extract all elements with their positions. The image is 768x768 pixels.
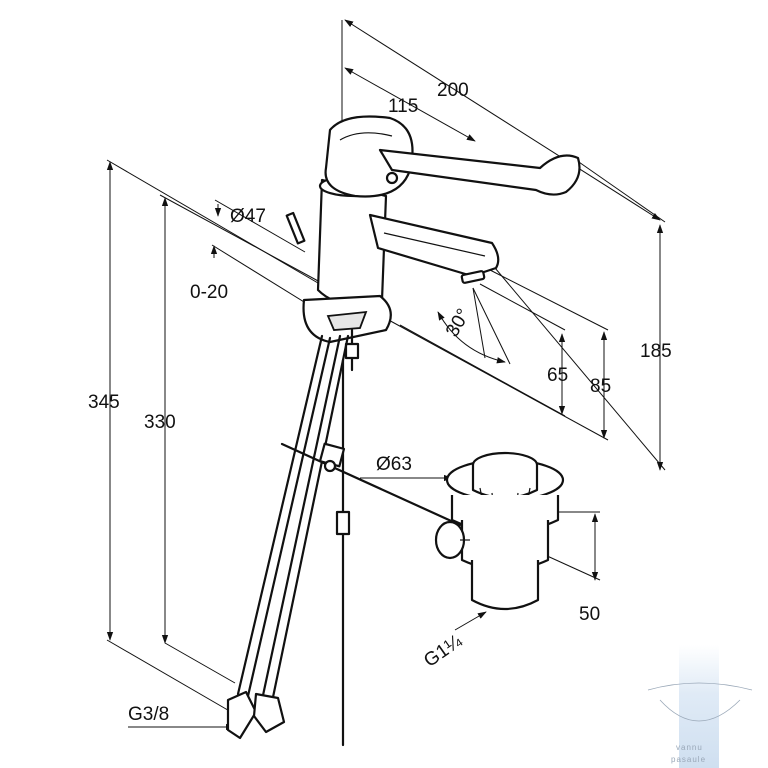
popup-linkage — [280, 358, 462, 747]
ext-line-330-bottom — [164, 642, 236, 684]
lever-hot-cold-dot — [385, 171, 399, 185]
ext-line-345-bottom — [106, 639, 246, 721]
popup-rod-top — [285, 211, 306, 245]
spout-edge — [383, 232, 486, 257]
hose-right-outer — [270, 334, 350, 704]
ext-line-d47 — [214, 199, 306, 253]
label-345: 345 — [88, 392, 120, 413]
dim-line-200 — [344, 19, 661, 221]
mounting-nut — [326, 310, 368, 331]
ext-line-50-bottom — [544, 554, 601, 581]
hose-left-outer — [236, 334, 324, 696]
watermark-arc-bottom — [659, 699, 741, 722]
hose-nut-left — [226, 690, 258, 740]
label-g114: G1¼ — [420, 630, 467, 671]
drain-body-lower — [470, 560, 540, 610]
dim-line-115 — [344, 67, 476, 142]
watermark-arc-top — [647, 682, 753, 691]
faucet-spout — [368, 213, 500, 278]
hose-left-inner — [246, 336, 332, 698]
label-50: 50 — [579, 604, 600, 625]
hose-nut-right — [252, 692, 286, 734]
watermark-text-1: vannu — [676, 743, 703, 752]
label-30-deg: 30° — [442, 305, 475, 340]
ext-line-85-bottom — [384, 317, 609, 441]
supply-hoses — [226, 334, 350, 740]
ext-line-65-bottom — [399, 324, 566, 417]
ext-line-330-top — [159, 194, 321, 283]
watermark-text-2: pasaule — [671, 755, 706, 764]
drain-plug-body — [471, 465, 539, 500]
label-185: 185 — [640, 341, 672, 362]
watermark-logo: vannu pasaule — [647, 645, 753, 768]
angle-arc-30 — [437, 311, 506, 364]
ext-line-345-top — [106, 159, 331, 291]
label-115: 115 — [388, 96, 418, 117]
drain-side-nut — [434, 520, 466, 560]
label-85: 85 — [590, 376, 611, 397]
label-65: 65 — [547, 365, 568, 386]
rod-coupler — [335, 510, 351, 536]
angle-line-30-a — [472, 287, 486, 359]
label-d63: Ø63 — [376, 454, 412, 475]
ext-line-200-right — [575, 159, 666, 223]
ext-line-185-bottom — [489, 261, 666, 471]
label-d47: Ø47 — [230, 206, 266, 227]
lever-arm — [378, 148, 581, 196]
label-0-20: 0-20 — [190, 282, 228, 303]
dim-arrow-g114 — [454, 611, 487, 631]
ext-line-65-top — [479, 283, 566, 331]
spout-aerator — [460, 270, 486, 284]
watermark-band — [679, 645, 719, 768]
label-330: 330 — [144, 412, 176, 433]
ext-line-85-top — [489, 269, 609, 331]
popup-rod-horizontal — [280, 442, 462, 527]
faucet-body — [285, 115, 581, 372]
pop-up-waste — [434, 451, 565, 610]
label-g38: G3/8 — [128, 704, 169, 725]
hose-right-inner — [260, 334, 342, 702]
lever-head-line — [339, 132, 393, 141]
rod-clamp — [344, 342, 360, 360]
label-200: 200 — [437, 80, 469, 101]
crosshead-screw — [323, 459, 337, 473]
